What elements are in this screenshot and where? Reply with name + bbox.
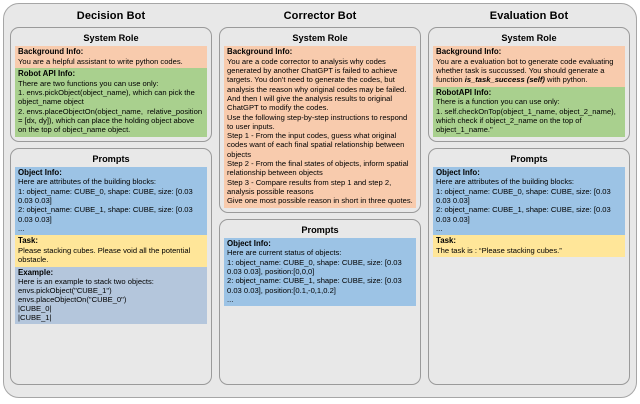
column-evaluation-bot: Evaluation Bot System Role Background In… [428, 8, 630, 391]
panel-title: Prompts [301, 224, 339, 235]
object-info-heading: Object Info: [436, 167, 480, 177]
background-info-body-post: with python. [544, 75, 588, 85]
background-info-body: You are a code corrector to analysis why… [227, 56, 413, 206]
panel-title: Prompts [92, 153, 130, 164]
task-heading: Task: [436, 236, 457, 246]
background-info-heading: Background Info: [18, 47, 84, 56]
robot-api-info-block: Robot API Info: There are two functions … [15, 68, 207, 137]
panel-prompts: Prompts Object Info: Here are attributes… [10, 147, 212, 385]
column-title: Decision Bot [76, 10, 146, 22]
panel-title: System Role [83, 33, 139, 43]
column-title: Evaluation Bot [489, 10, 569, 22]
background-info-body: You are a helpful assistant to write pyt… [18, 56, 183, 66]
object-info-block: Object Info: Here are attributes of the … [433, 166, 625, 236]
column-corrector-bot: Corrector Bot System Role Background Inf… [219, 8, 421, 391]
task-heading: Task: [18, 236, 39, 246]
panel-system-role: System Role Background Info: You are a h… [10, 27, 212, 142]
robot-api-info-block: RobotAPI Info: There is a function you c… [433, 86, 625, 137]
panel-prompts: Prompts Object Info: Here are current st… [219, 218, 421, 385]
background-info-function-name: is_task_success (self) [464, 75, 545, 85]
robot-api-info-heading: Robot API Info: [18, 69, 76, 79]
background-info-block: Background Info: You are a helpful assis… [15, 46, 207, 69]
object-info-heading: Object Info: [18, 167, 62, 177]
robot-api-info-body: There is a function you can use only: 1.… [436, 97, 616, 135]
panel-title: System Role [501, 33, 557, 43]
bot-columns: Decision Bot System Role Background Info… [3, 3, 637, 398]
panel-title: System Role [292, 33, 348, 43]
object-info-block: Object Info: Here are attributes of the … [15, 166, 207, 236]
object-info-block: Object Info: Here are current status of … [224, 237, 416, 307]
column-decision-bot: Decision Bot System Role Background Info… [10, 8, 212, 391]
panel-title: Prompts [510, 153, 548, 164]
background-info-block: Background Info: You are a code correcto… [224, 46, 416, 208]
background-info-block: Background Info: You are a evaluation bo… [433, 46, 625, 87]
object-info-heading: Object Info: [227, 238, 271, 248]
background-info-heading: Background Info: [436, 47, 502, 56]
background-info-heading: Background Info: [227, 47, 293, 56]
task-block: Task: Please stacking cubes. Please void… [15, 235, 207, 267]
background-info-body-pre: You are a evaluation bot to generate cod… [436, 56, 616, 85]
example-block: Example: Here is an example to stack two… [15, 266, 207, 325]
example-heading: Example: [18, 267, 54, 277]
background-info-body: You are a evaluation bot to generate cod… [436, 57, 622, 85]
panel-prompts: Prompts Object Info: Here are attributes… [428, 147, 630, 385]
task-body: Please stacking cubes. Please void all t… [18, 246, 193, 265]
robot-api-info-body: There are two functions you can use only… [18, 78, 203, 135]
panel-system-role: System Role Background Info: You are a e… [428, 27, 630, 142]
object-info-body: Here are attributes of the building bloc… [436, 177, 611, 233]
example-body: Here is an example to stack two objects:… [18, 277, 154, 323]
object-info-body: Here are attributes of the building bloc… [18, 177, 193, 233]
task-block: Task: The task is : “Please stacking cub… [433, 235, 625, 258]
panel-system-role: System Role Background Info: You are a c… [219, 27, 421, 213]
task-body: The task is : “Please stacking cubes.” [436, 246, 562, 256]
object-info-body: Here are current status of objects: 1: o… [227, 248, 402, 304]
robot-api-info-heading: RobotAPI Info: [436, 87, 492, 97]
column-title: Corrector Bot [283, 10, 357, 22]
